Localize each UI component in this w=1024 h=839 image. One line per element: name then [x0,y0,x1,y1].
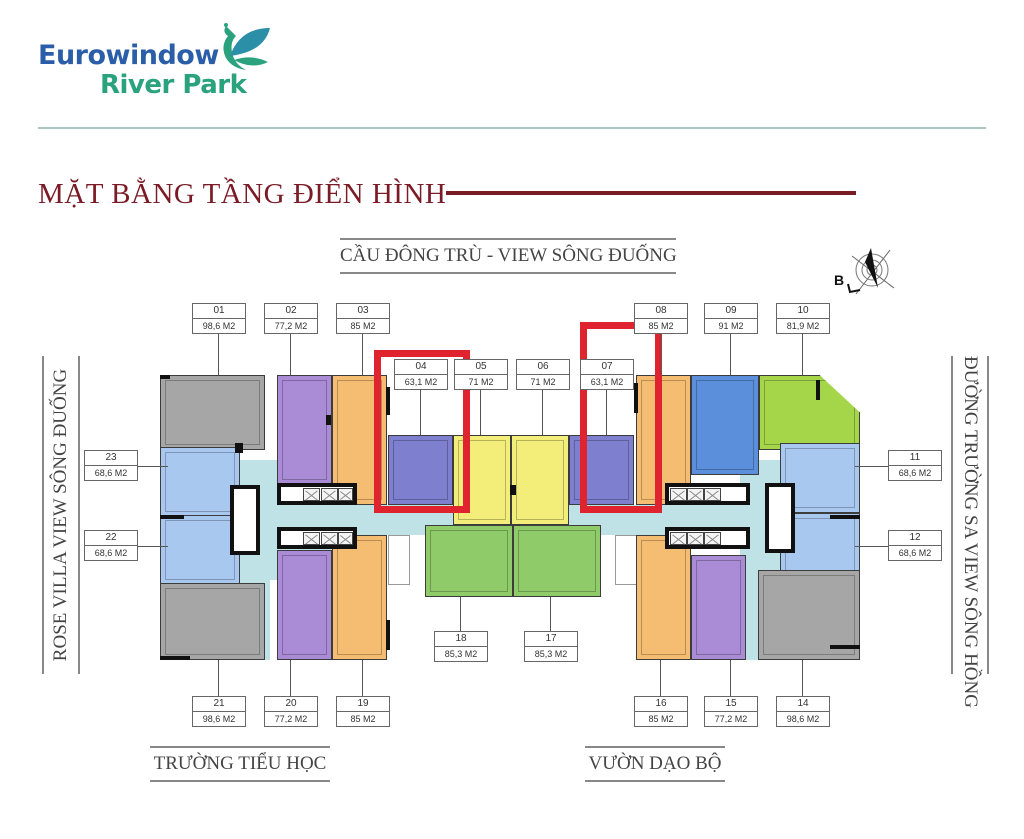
unit-20[interactable] [277,550,332,660]
header-divider [38,127,986,129]
title-rule [446,191,856,195]
unit-06[interactable] [511,435,569,525]
unit-04[interactable] [388,435,453,505]
lift-bank-left-top [277,483,357,505]
page-title: MẶT BẰNG TẦNG ĐIỂN HÌNH [38,178,447,210]
brand-name-line1: Eurowindow [38,40,219,71]
lift-bank-right-top [665,483,750,505]
unit-10[interactable] [759,375,860,450]
stair-left-small [388,535,410,585]
direction-left-label: ROSE VILLA VIEW SÔNG ĐUỐNG [42,356,80,674]
unit-21[interactable] [160,583,265,660]
unit-15[interactable] [691,555,746,660]
direction-right-label: ĐƯỜNG TRƯỜNG SA VIEW SÔNG HỒNG [951,356,989,708]
highlight-unit-04 [374,350,470,513]
unit-17[interactable] [513,525,601,597]
lift-bank-right-bottom [665,527,750,549]
peacock-leaf-icon [223,23,270,70]
unit-19[interactable] [332,535,387,660]
unit-16[interactable] [636,535,691,660]
highlight-unit-07 [580,322,662,513]
unit-01[interactable] [160,375,265,450]
unit-18[interactable] [425,525,513,597]
unit-02[interactable] [277,375,332,485]
stair-core-right [765,483,795,553]
direction-top-label: CẦU ĐÔNG TRÙ - VIEW SÔNG ĐUỐNG [340,238,677,274]
direction-bottom-left-label: TRƯỜNG TIỂU HỌC [150,746,330,782]
unit-09[interactable] [691,375,759,475]
lift-bank-left-bottom [277,527,357,549]
stair-right-small [615,535,637,585]
unit-23[interactable] [160,447,240,517]
unit-05[interactable] [453,435,511,525]
unit-22[interactable] [160,515,240,585]
compass-label: B [834,272,845,288]
direction-bottom-right-label: VƯỜN DẠO BỘ [585,746,725,782]
north-compass-icon: B [832,244,896,300]
brand-name-line2: River Park [100,70,247,100]
stair-core-left [230,485,260,555]
unit-07[interactable] [569,435,634,505]
floor-plan [160,322,860,660]
